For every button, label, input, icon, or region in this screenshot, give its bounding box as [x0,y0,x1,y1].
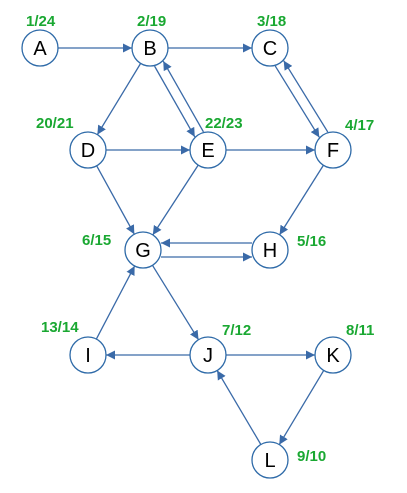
node-label: B [143,38,156,60]
node-e: E [189,131,227,169]
node-label: H [263,240,277,262]
time-label-f: 4/17 [345,117,374,134]
time-label-g: 6/15 [82,232,111,249]
node-label: A [33,38,47,60]
edge-i-to-g [95,265,136,340]
edge-e-to-b [162,60,205,133]
node-i: I [69,336,107,374]
time-labels: 1/24 2/19 3/18 20/21 22/23 4/17 6/15 5/16 13/14 7… [26,13,374,465]
node-label: F [327,140,339,162]
edges [58,43,329,445]
time-label-i: 13/14 [41,319,79,336]
node-label: E [201,140,214,162]
node-l: L [251,441,289,479]
node-j: J [189,336,227,374]
edge-f-to-c [283,60,329,133]
node-k: K [314,336,352,374]
node-circle [69,131,107,169]
time-label-e: 22/23 [205,115,243,132]
node-f: F [314,131,352,169]
node-circle [251,29,289,67]
edge-f-to-h [279,164,324,236]
node-b: B [131,29,169,67]
edge-e-to-g [152,164,199,236]
time-label-k: 8/11 [346,322,374,339]
node-circle [314,131,352,169]
node-a: A [21,29,59,67]
node-circle [21,29,59,67]
node-circle [189,336,227,374]
time-label-j: 7/12 [222,322,251,339]
edge-k-to-l [278,370,325,445]
node-circle [314,336,352,374]
node-h: H [251,231,289,269]
time-label-c: 3/18 [257,13,286,30]
node-circle [189,131,227,169]
time-label-d: 20/21 [36,115,74,132]
edge-d-to-g [96,165,135,235]
node-label: G [135,240,151,262]
node-label: K [326,345,340,367]
time-label-a: 1/24 [26,13,56,30]
node-circle [131,29,169,67]
time-label-b: 2/19 [137,13,166,30]
node-label: J [203,345,213,367]
node-circle [124,231,162,269]
nodes: A B C D E F G H I J K L [21,29,352,479]
node-label: L [264,450,275,472]
node-circle [69,336,107,374]
node-circle [251,231,289,269]
node-d: D [69,131,107,169]
edge-b-to-e [153,65,196,138]
edge-b-to-d [96,63,142,135]
node-circle [251,441,289,479]
edge-c-to-f [274,65,320,138]
time-label-h: 5/16 [297,233,326,250]
edge-g-to-j [151,264,200,341]
node-g: G [124,231,162,269]
time-label-l: 9/10 [297,448,326,465]
node-label: C [263,38,277,60]
node-label: I [85,345,91,367]
edge-l-to-j [216,370,262,445]
node-c: C [251,29,289,67]
node-label: D [81,140,95,162]
